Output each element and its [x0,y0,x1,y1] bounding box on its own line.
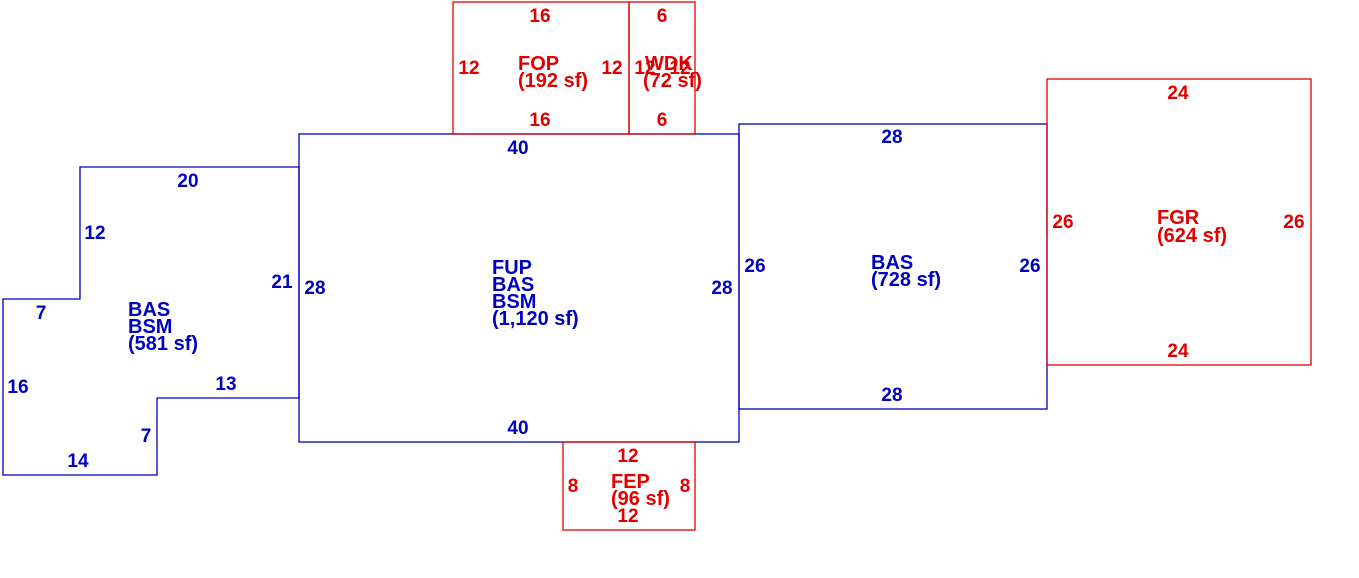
fgr-dim-left: 26 [1052,212,1073,233]
fop-dim-left: 12 [458,58,479,79]
center-area-label-3: BSM [492,291,536,313]
fep-area-sqft: (96 sf) [611,488,670,510]
fop-area-label: FOP [518,53,559,75]
fop-area: FOP (192 sf) 16 16 12 12 [458,6,622,131]
fgr-area: FGR (624 sf) 24 24 26 26 [1052,83,1304,362]
right-dim-bottom: 28 [881,385,902,406]
right-area-sqft: (728 sf) [871,269,941,291]
center-area-sqft: (1,120 sf) [492,308,579,330]
fep-area-outline [562,441,696,531]
wdk-dim-bottom: 6 [657,110,668,131]
center-area: FUP BAS BSM (1,120 sf) 40 40 28 28 [304,138,732,439]
wdk-area-outline [628,1,696,135]
left-dim-notch-side: 7 [141,426,152,447]
left-dim-step: 7 [36,303,47,324]
fgr-area-label: FGR [1157,207,1200,229]
fgr-dim-top: 24 [1167,83,1189,104]
fgr-area-sqft: (624 sf) [1157,225,1227,247]
left-dim-right: 21 [271,272,293,293]
left-dim-left: 16 [7,377,28,398]
wdk-dim-top: 6 [657,6,668,27]
wdk-area-label: WDK [645,53,693,75]
right-dim-right: 26 [1019,256,1040,277]
left-area: BAS BSM (581 sf) 20 12 21 7 16 13 7 14 [7,171,293,472]
left-dim-notch-top: 13 [215,374,236,395]
fgr-area-outline [1046,78,1312,366]
wdk-area-sqft: (72 sf) [643,70,702,92]
left-area-label-2: BSM [128,316,172,338]
left-area-label-1: BAS [128,299,170,321]
wdk-area: 6 6 12 12 WDK (72 sf) [634,6,701,131]
center-dim-bottom: 40 [507,418,528,439]
fep-dim-left: 8 [568,476,579,497]
center-area-label-1: FUP [492,257,532,279]
left-area-sqft: (581 sf) [128,333,198,355]
left-dim-upper-left: 12 [84,223,105,244]
center-dim-top: 40 [507,138,528,159]
center-area-label-2: BAS [492,274,534,296]
wdk-dim-left: 12 [634,58,655,79]
left-dim-top: 20 [177,171,198,192]
fgr-dim-right: 26 [1283,212,1304,233]
right-dim-left: 26 [744,256,765,277]
fep-dim-top: 12 [617,446,638,467]
fep-dim-bottom: 12 [617,506,638,527]
center-dim-right: 28 [711,278,732,299]
fop-dim-bottom: 16 [529,110,550,131]
left-dim-bottom: 14 [67,451,89,472]
fop-dim-top: 16 [529,6,550,27]
center-dim-left: 28 [304,278,325,299]
right-dim-top: 28 [881,127,902,148]
fop-dim-right: 12 [601,58,622,79]
right-area-label: BAS [871,252,913,274]
fgr-dim-bottom: 24 [1167,341,1189,362]
fep-area-label: FEP [611,471,650,493]
right-area: BAS (728 sf) 28 28 26 26 [744,127,1040,406]
fep-area: FEP (96 sf) 12 12 8 8 [568,446,691,527]
fep-dim-right: 8 [680,476,691,497]
wdk-dim-right: 12 [669,58,690,79]
fop-area-sqft: (192 sf) [518,70,588,92]
